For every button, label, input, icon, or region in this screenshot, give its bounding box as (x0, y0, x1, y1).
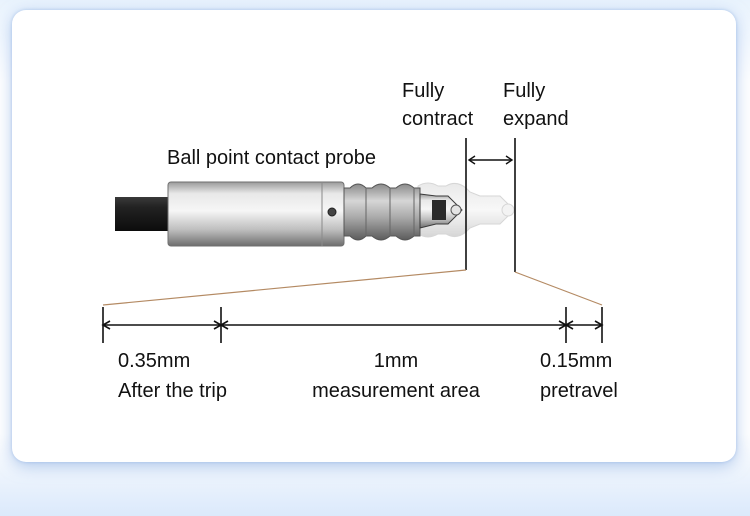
contract-label-line1: Fully (402, 80, 444, 102)
probe-illustration (115, 181, 515, 247)
contract-label-line2: contract (402, 108, 474, 130)
probe-bellows (343, 183, 421, 241)
expand-label-line2: expand (503, 108, 569, 130)
zoom-connector-lines (102, 269, 603, 306)
measurement-area-caption: measurement area (312, 380, 481, 402)
probe-cable (115, 197, 173, 231)
probe-label: Ball point contact probe (167, 147, 376, 169)
probe-screw-hole (327, 207, 337, 217)
probe-body (167, 181, 345, 247)
stroke-dimension (467, 155, 514, 165)
measurement-area-value: 1mm (374, 350, 418, 372)
pretravel-value: 0.15mm (540, 350, 612, 372)
pretravel-caption: pretravel (540, 380, 618, 402)
expand-label-line1: Fully (503, 80, 545, 102)
measurement-ruler (101, 307, 604, 343)
after-trip-value: 0.35mm (118, 350, 190, 372)
reference-lines (465, 138, 516, 272)
after-trip-caption: After the trip (118, 380, 227, 402)
